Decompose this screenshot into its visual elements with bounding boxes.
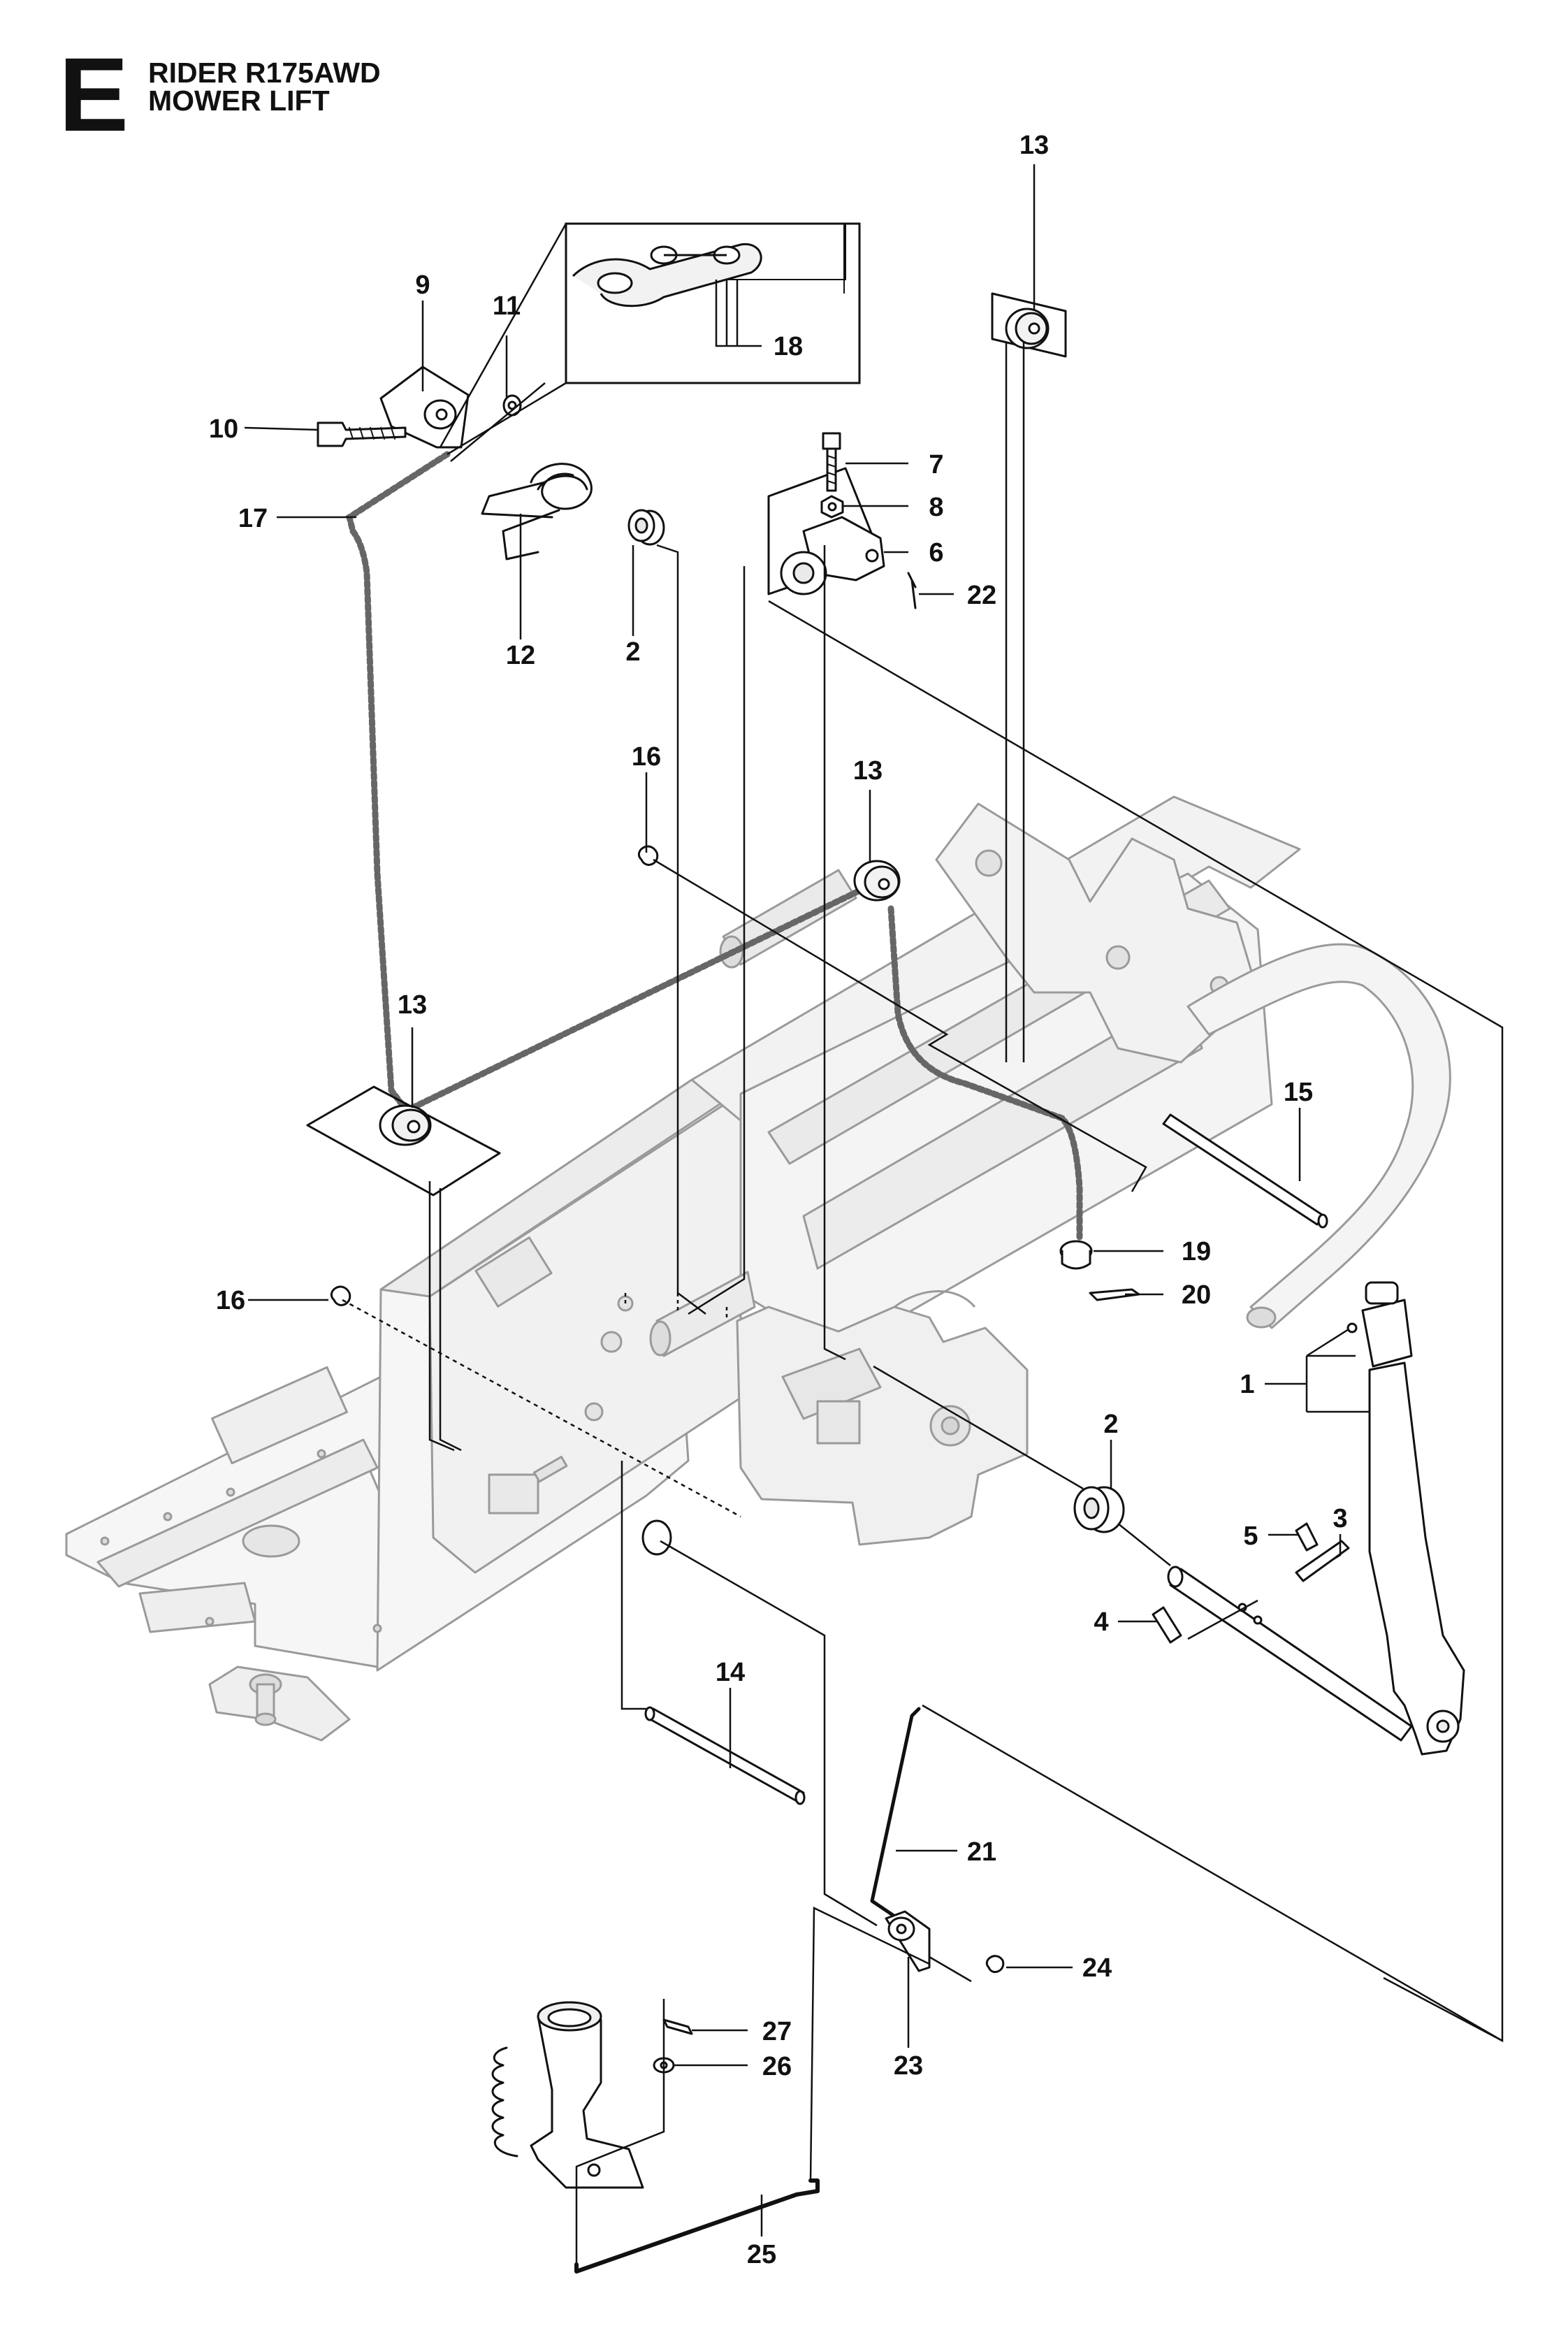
callout-3: 3	[1333, 1504, 1347, 1533]
callout-11: 11	[493, 291, 521, 321]
callout-25: 25	[747, 2240, 776, 2269]
callout-27: 27	[762, 2017, 792, 2046]
lift-chain	[345, 451, 1083, 1241]
detail-inset-chain-link	[565, 222, 861, 384]
callout-16a: 16	[632, 742, 661, 772]
callout-19: 19	[1182, 1237, 1211, 1266]
callout-12: 12	[506, 641, 535, 670]
section-letter: E	[59, 36, 129, 153]
callout-13c: 13	[398, 990, 427, 1020]
callout-22: 22	[967, 581, 996, 610]
callout-8: 8	[929, 493, 943, 522]
callout-23: 23	[894, 2051, 923, 2081]
callout-2b: 2	[1103, 1410, 1118, 1439]
callout-20: 20	[1182, 1280, 1211, 1310]
callout-15: 15	[1284, 1078, 1313, 1107]
callout-18: 18	[774, 332, 803, 361]
callout-13a: 13	[1019, 131, 1049, 160]
callout-2a: 2	[625, 637, 640, 667]
section-subtitle: MOWER LIFT	[148, 85, 330, 117]
model-title: RIDER R175AWD	[148, 57, 381, 89]
callout-16b: 16	[216, 1286, 245, 1315]
callout-24: 24	[1082, 1953, 1112, 1983]
page-header: E RIDER R175AWD MOWER LIFT	[0, 0, 1568, 168]
callout-21: 21	[967, 1837, 996, 1867]
callout-4: 4	[1094, 1607, 1108, 1637]
parts-line-art	[306, 292, 1465, 2274]
callout-14: 14	[716, 1658, 745, 1687]
callout-10: 10	[209, 414, 238, 444]
callout-1: 1	[1240, 1370, 1254, 1399]
callout-5: 5	[1243, 1522, 1258, 1551]
callout-6: 6	[929, 538, 943, 568]
callout-9: 9	[415, 270, 430, 300]
callout-7: 7	[929, 450, 943, 479]
callout-17: 17	[238, 504, 268, 533]
callout-labels: 13 9 11 18 10 7 8 17 6 22 12 2 16 13 13 …	[209, 131, 1348, 2269]
callout-26: 26	[762, 2052, 792, 2081]
leader-lines	[244, 164, 1370, 2236]
assembly-lines	[342, 342, 1504, 2264]
callout-13b: 13	[853, 756, 883, 786]
frame-chassis	[65, 795, 1451, 1742]
